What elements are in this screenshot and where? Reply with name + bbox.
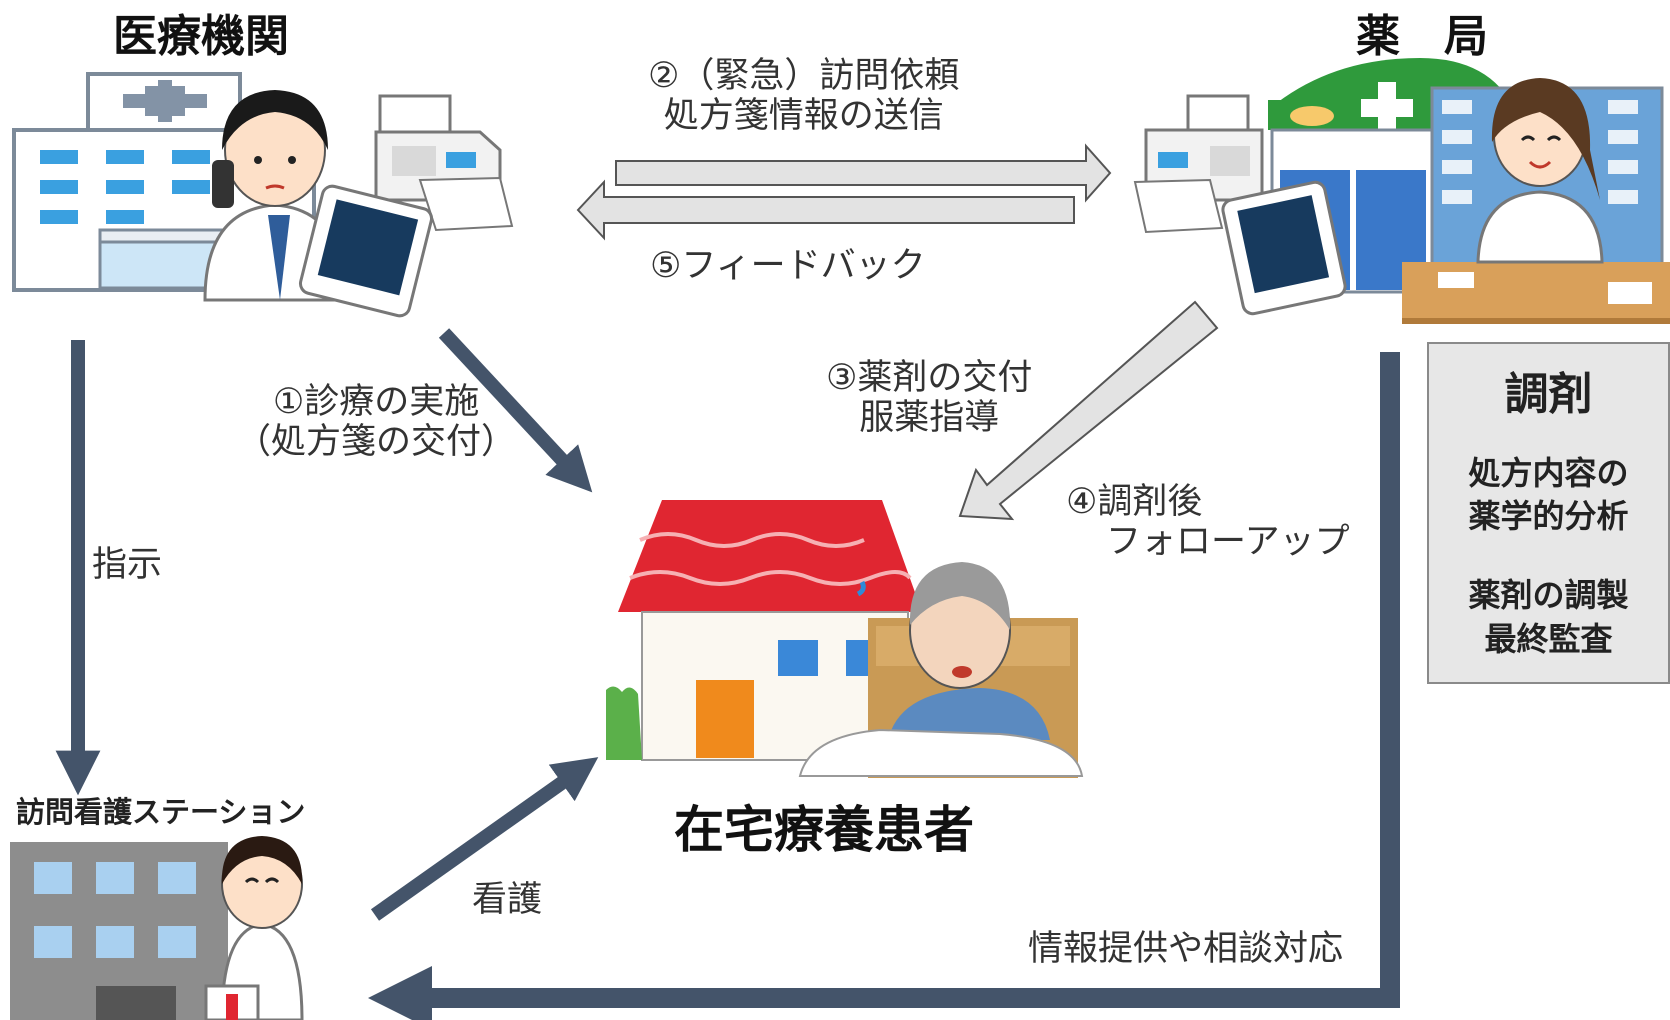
medical-institution-title: 医療機関 (113, 11, 289, 62)
tablet-icon (1221, 180, 1347, 316)
nursing-station-title: 訪問看護ステーション (16, 795, 306, 829)
fax-icon (1133, 94, 1264, 234)
delivery-arrow (958, 300, 1219, 521)
instruct-label: 指示 (92, 545, 163, 585)
delivery-label: ③薬剤の交付 服薬指導 (826, 358, 1033, 439)
nurse-icon (204, 836, 304, 1020)
dispensing-line-1: 処方内容の (1468, 454, 1629, 492)
patient-icon (798, 562, 1084, 778)
consultation-label: ①診療の実施 （処方箋の交付） (236, 382, 517, 463)
pharmacy-title: 薬 局 (1356, 11, 1488, 62)
tablet-icon (298, 184, 434, 318)
info-label: 情報提供や相談対応 (1028, 929, 1344, 969)
patient-title: 在宅療養患者 (674, 801, 974, 859)
nursing-station-icon (10, 842, 228, 1020)
followup-label: ④調剤後 フォローアップ (1066, 482, 1350, 563)
info-arrow (367, 352, 1400, 1020)
fax-icon (374, 94, 514, 232)
pharmacist-icon (1476, 78, 1604, 264)
request-label: ②（緊急）訪問依頼 処方箋情報の送信 (648, 56, 960, 137)
house-icon (606, 500, 922, 761)
dispensing-box: 調剤 処方内容の 薬学的分析 薬剤の調製 最終監査 (1427, 342, 1670, 684)
dispensing-line-3: 薬剤の調製 (1468, 576, 1629, 615)
feedback-label: ⑤フィードバック (650, 246, 926, 286)
nursing-arrow (370, 757, 599, 921)
feedback-arrow (576, 179, 1075, 241)
nursing-label: 看護 (472, 880, 543, 920)
consultation-arrow (438, 328, 593, 493)
dispensing-line-2: 薬学的分析 (1468, 497, 1629, 536)
request-arrow (615, 143, 1112, 203)
dispensing-line-4: 最終監査 (1484, 619, 1613, 658)
dispensing-heading: 調剤 (1504, 369, 1593, 420)
